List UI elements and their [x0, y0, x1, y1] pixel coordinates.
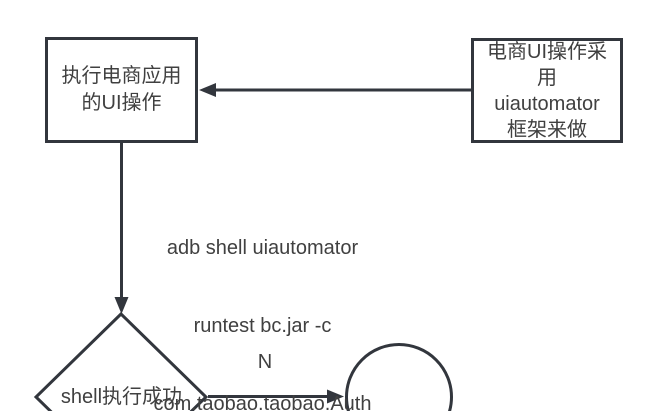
uiautomator-box-label-line4: 框架来做	[507, 118, 587, 141]
arrowhead-left-icon	[199, 83, 216, 97]
decision-diamond-label: shell执行成功	[60, 386, 183, 408]
process-box-uiautomator	[471, 38, 623, 143]
end-circle	[345, 343, 453, 411]
arrowhead-right-icon	[327, 389, 344, 404]
adb-command-line1: adb shell uiautomator	[166, 237, 359, 259]
uiautomator-box-label-line3: uiautomator	[494, 92, 600, 115]
execute-ui-box-label-line1: 执行电商应用	[61, 65, 182, 87]
uiautomator-box-label-line1: 电商UI操作采	[487, 40, 607, 63]
adb-command-line3: com.taobao.taobao.Auth	[153, 393, 372, 411]
arrowhead-down-icon	[114, 297, 129, 314]
execute-ui-box-label-line2: 的UI操作	[81, 92, 162, 114]
process-box-execute-ui	[45, 37, 198, 143]
end-circle-label: 流程结 束	[345, 358, 453, 411]
decision-diamond	[33, 311, 209, 411]
uiautomator-box-label-line2: 用	[537, 66, 557, 89]
execute-ui-box-label: 执行电商应用 的UI操作	[45, 37, 198, 143]
uiautomator-box-label: 电商UI操作采 用 uiautomator 框架来做	[471, 38, 623, 143]
n-branch-label: N	[257, 351, 273, 373]
adb-command-edge-label: adb shell uiautomator runtest bc.jar -c …	[125, 183, 400, 411]
adb-command-line2: runtest bc.jar -c	[193, 315, 332, 337]
